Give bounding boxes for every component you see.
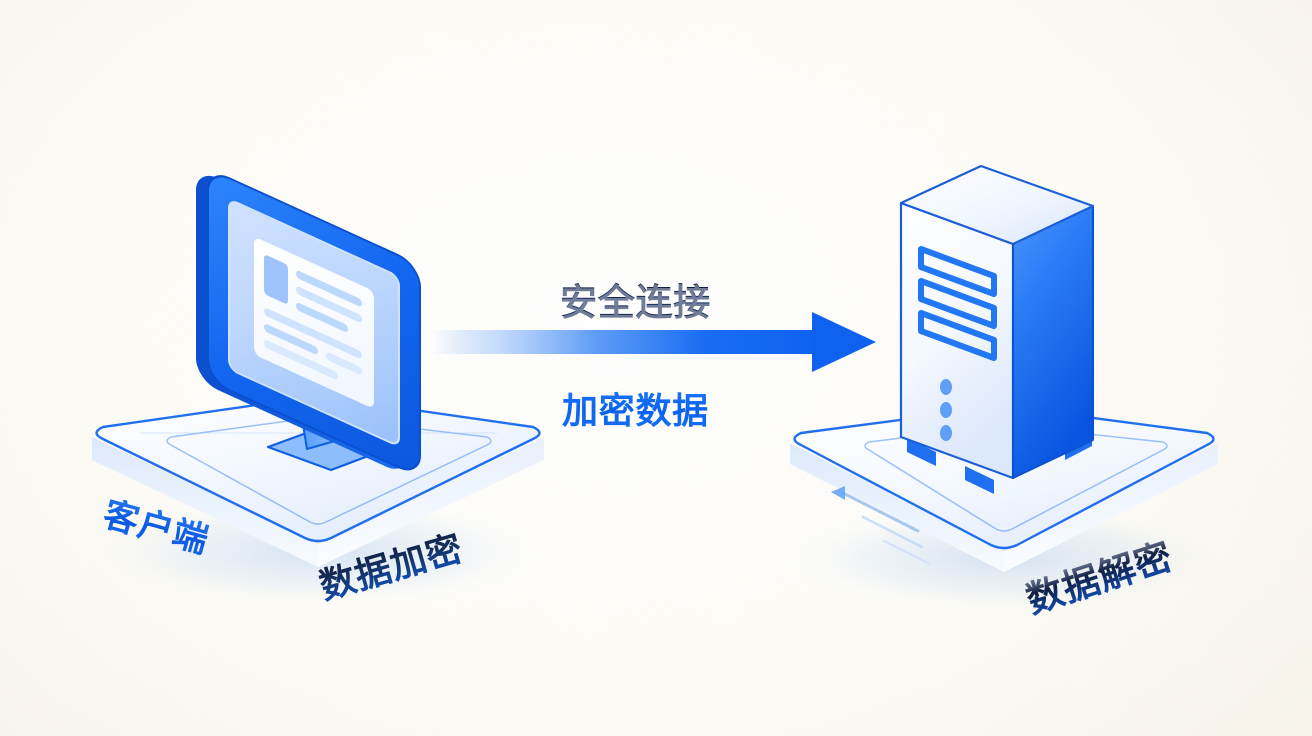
arrow-shaft [432,330,822,354]
document-line-3 [296,302,348,332]
data-line-3 [882,539,932,566]
desktop-monitor-icon [196,175,421,471]
server-platform-side-right [1004,443,1218,572]
server-platform-side-left [790,443,1004,572]
client-platform-side-right [318,437,544,567]
status-dot-1 [940,379,952,395]
drive-bay-slot-3 [918,310,997,361]
status-dot-3 [940,425,952,441]
document-line-1 [296,270,362,307]
drive-bay-slot-2 [918,278,997,329]
secure-connection-arrow [432,312,876,372]
server-top-face [899,164,1095,246]
screen-document-card [254,238,374,407]
data-line-2 [861,515,924,549]
server-node [772,164,1236,614]
document-line-7 [264,340,338,380]
status-dot-2 [940,402,952,418]
client-platform-side-left [92,437,318,567]
encrypted-data-label: 加密数据 [562,382,709,434]
arrow-head-icon [812,312,876,372]
server-platform-data-lines [831,486,932,566]
document-line-4 [264,308,362,359]
document-thumbnail [264,255,288,304]
server-tower-icon [899,164,1095,494]
data-line-arrow-icon [831,486,845,500]
data-line-1 [841,491,920,533]
secure-connection-label: 安全连接 [560,272,711,326]
server-foot-mid [965,466,994,494]
document-line-5 [264,324,318,355]
client-node [78,175,558,610]
drive-bay-slot-1 [918,246,997,297]
document-line-6 [326,352,362,375]
document-line-2 [296,286,362,323]
server-foot-left [907,438,936,466]
server-side-face [1012,205,1094,479]
